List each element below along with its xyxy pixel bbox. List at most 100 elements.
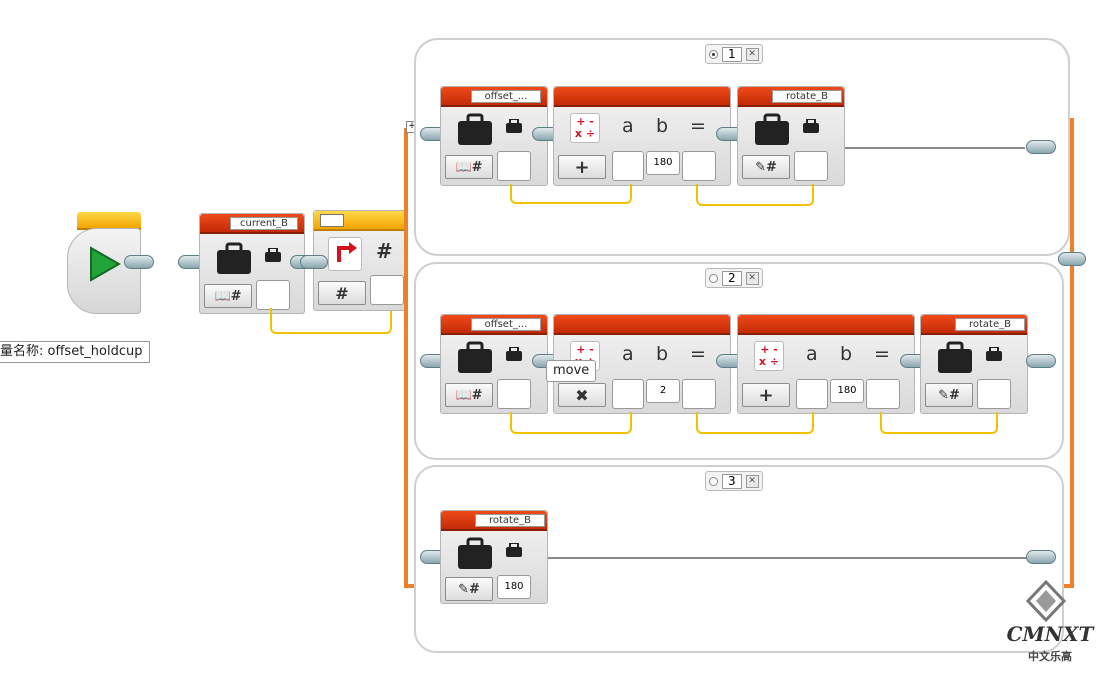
case-label-2[interactable]: 2 <box>722 270 742 286</box>
variable-name[interactable]: offset_... <box>471 90 541 103</box>
case-tab-2[interactable]: 2 ✕ <box>705 268 763 288</box>
block-header <box>554 87 730 107</box>
block-header: rotate_B <box>738 87 844 107</box>
switch-right-flow-line <box>1070 118 1074 588</box>
input-a-label: a <box>622 343 634 365</box>
input-b-value[interactable]: 2 <box>646 379 680 403</box>
start-output-plug[interactable] <box>124 255 154 269</box>
read-mode-selector[interactable]: 📖# <box>445 383 493 407</box>
equals-label: = <box>690 343 706 365</box>
watermark-logo: CMNXT 中文乐高 <box>1000 580 1100 672</box>
write-mode-selector[interactable]: ✎# <box>925 383 973 407</box>
remove-case-2-icon[interactable]: ✕ <box>745 271 759 285</box>
small-suitcase-icon <box>506 347 522 361</box>
block-header: current_B <box>200 214 304 234</box>
case-radio-3[interactable] <box>709 476 718 486</box>
play-icon <box>90 246 121 282</box>
switch-icon <box>328 237 362 271</box>
output-value-slot[interactable] <box>256 280 290 310</box>
case3-variable-write[interactable]: rotate_B ✎# 180 <box>440 510 548 604</box>
case3-exit-plug[interactable] <box>1026 550 1056 564</box>
case1-variable-read[interactable]: offset_... 📖# <box>440 86 548 186</box>
input-a-slot[interactable] <box>612 151 644 181</box>
switch-header <box>314 211 406 231</box>
read-mode-selector[interactable]: 📖# <box>204 284 252 308</box>
switch-left-flow-line <box>404 128 408 588</box>
small-suitcase-icon <box>265 248 281 262</box>
case2-variable-read[interactable]: offset_... 📖# <box>440 314 548 414</box>
watermark-subtitle: 中文乐高 <box>1028 650 1072 663</box>
flow-line-right-bottom <box>1058 584 1072 588</box>
variable-name[interactable]: rotate_B <box>475 514 545 527</box>
diamond-logo-icon <box>1026 580 1066 622</box>
switch-view-icon[interactable] <box>320 214 344 227</box>
equals-label: = <box>690 115 706 137</box>
switch-exit-plug[interactable] <box>1058 252 1086 266</box>
case-radio-1[interactable] <box>709 49 718 59</box>
input-value-slot[interactable] <box>794 151 828 181</box>
switch-mode-symbol: # <box>376 239 393 263</box>
remove-case-1-icon[interactable]: ✕ <box>745 47 759 61</box>
variable-name-tooltip: 量名称: offset_holdcup <box>0 341 150 363</box>
input-b-value[interactable]: 180 <box>830 379 864 403</box>
block-header: offset_... <box>441 87 547 107</box>
case-radio-2[interactable] <box>709 273 718 283</box>
write-mode-selector[interactable]: ✎# <box>742 155 790 179</box>
output-value-slot[interactable] <box>497 151 531 181</box>
input-a-slot[interactable] <box>612 379 644 409</box>
input-b-label: b <box>656 115 669 137</box>
math-mode-selector[interactable]: + <box>558 155 606 179</box>
math-icon: + -x ÷ <box>570 113 600 143</box>
variable-name[interactable]: rotate_B <box>955 318 1025 331</box>
input-value-slot[interactable] <box>977 379 1011 409</box>
case3-sequence-wire <box>548 557 1026 559</box>
case-tab-3[interactable]: 3 ✕ <box>705 471 763 491</box>
switch-block[interactable]: # # <box>313 210 407 311</box>
block-header <box>738 315 914 335</box>
watermark-title: CMNXT <box>1006 622 1094 646</box>
case2-exit-plug[interactable] <box>1026 354 1056 368</box>
start-block[interactable] <box>67 212 143 316</box>
case2-math-block-2[interactable]: + -x ÷ a b = + 180 <box>737 314 915 414</box>
read-mode-selector[interactable]: 📖# <box>445 155 493 179</box>
remove-case-3-icon[interactable]: ✕ <box>745 474 759 488</box>
case2-data-wire-c <box>880 412 998 434</box>
input-a-slot[interactable] <box>796 379 828 409</box>
input-a-label: a <box>806 343 818 365</box>
result-slot[interactable] <box>682 379 716 409</box>
switch-mode-selector[interactable]: # <box>318 281 366 305</box>
math-mode-selector[interactable]: + <box>742 383 790 407</box>
case1-exit-plug[interactable] <box>1026 140 1056 154</box>
case1-variable-write[interactable]: rotate_B ✎# <box>737 86 845 186</box>
result-slot[interactable] <box>682 151 716 181</box>
switch-input-slot[interactable] <box>370 275 404 305</box>
input-b-value[interactable]: 180 <box>646 151 680 175</box>
case-label-1[interactable]: 1 <box>722 46 742 62</box>
case1-data-wire-a <box>510 184 632 204</box>
result-slot[interactable] <box>866 379 900 409</box>
variable-name[interactable]: offset_... <box>471 318 541 331</box>
suitcase-icon <box>458 537 492 569</box>
small-suitcase-icon <box>986 347 1002 361</box>
suitcase-icon <box>458 341 492 373</box>
suitcase-icon <box>755 113 789 145</box>
variable-name[interactable]: current_B <box>230 217 298 230</box>
block-header <box>554 315 730 335</box>
case-tab-1[interactable]: 1 ✕ <box>705 44 763 64</box>
flow-line-case3 <box>404 584 422 588</box>
math-mode-selector[interactable]: ✖ <box>558 383 606 407</box>
small-suitcase-icon <box>803 119 819 133</box>
case2-variable-write[interactable]: rotate_B ✎# <box>920 314 1028 414</box>
suitcase-icon <box>458 113 492 145</box>
output-value-slot[interactable] <box>497 379 531 409</box>
input-value[interactable]: 180 <box>497 575 531 599</box>
variable-name[interactable]: rotate_B <box>772 90 842 103</box>
block-header: rotate_B <box>441 511 547 531</box>
switch-input-plug[interactable] <box>300 255 328 269</box>
case1-math-block[interactable]: + -x ÷ a b = + 180 <box>553 86 731 186</box>
case1-sequence-wire <box>845 147 1025 149</box>
variable-read-block[interactable]: current_B 📖# <box>199 213 305 314</box>
small-suitcase-icon <box>506 119 522 133</box>
case-label-3[interactable]: 3 <box>722 473 742 489</box>
write-mode-selector[interactable]: ✎# <box>445 577 493 601</box>
